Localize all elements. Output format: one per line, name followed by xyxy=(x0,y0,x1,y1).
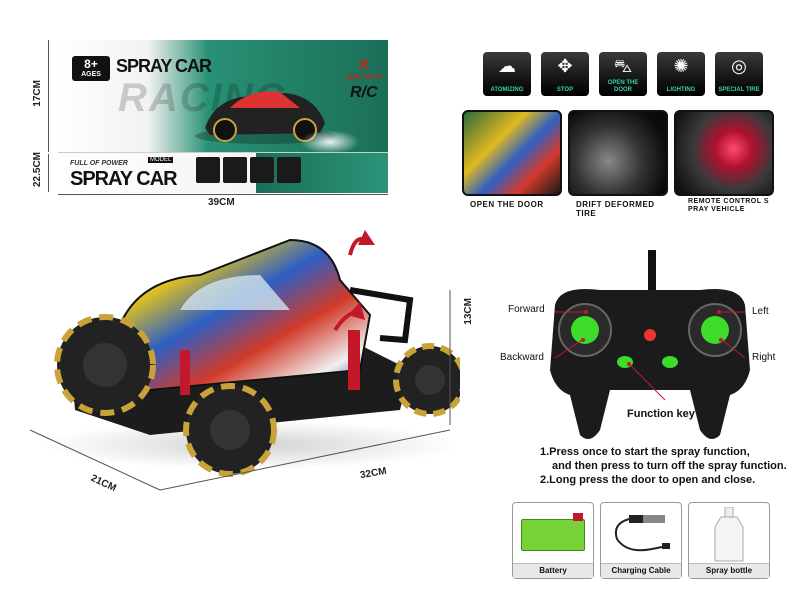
rc-car-image xyxy=(54,230,460,477)
box-smoke xyxy=(300,130,360,154)
accessory-label: Spray bottle xyxy=(689,563,769,578)
bottle-icon xyxy=(714,507,744,562)
feature-icon-row: ☁ ATOMIZING ✥ STOP ⛍ OPEN THE DOOR ✺ LIG… xyxy=(483,52,768,97)
caption-drift-tire: DRIFT DEFORMED TIRE xyxy=(576,200,655,218)
accessory-battery: Battery xyxy=(512,502,594,579)
label-left: Left xyxy=(752,306,769,317)
instruction-line-1: 1.Press once to start the spray function… xyxy=(540,446,750,458)
feature-label: LIGHTING xyxy=(666,87,696,93)
accessory-label: Charging Cable xyxy=(601,563,681,578)
car-door-icon: ⛍ xyxy=(613,56,633,76)
dim-line-box-height xyxy=(48,40,49,152)
feature-label: ATOMIZING xyxy=(490,87,524,93)
feature-label: STOP xyxy=(556,87,574,93)
age-badge: 8+ AGES xyxy=(72,56,110,81)
dim-line-box-width xyxy=(58,194,388,195)
box-feature-icons xyxy=(196,157,306,187)
car-height-label: 13CM xyxy=(463,298,474,325)
battery-icon xyxy=(521,519,585,551)
instruction-line-3: 2.Long press the door to open and close. xyxy=(540,474,756,486)
battery-connector xyxy=(573,513,583,521)
tire-icon: ◎ xyxy=(731,56,747,76)
caption-open-door: OPEN THE DOOR xyxy=(470,200,544,209)
brand-name: XDH TOYS xyxy=(346,74,382,81)
remote-pointer-lines xyxy=(554,310,746,401)
usb-cable-icon xyxy=(614,515,670,552)
box-front-title: SPRAY CAR xyxy=(70,168,178,190)
feature-label: OPEN THE DOOR xyxy=(607,80,639,93)
feature-lighting: ✺ LIGHTING xyxy=(657,52,705,96)
brand-logo: ✕ XDH TOYS xyxy=(346,57,382,82)
box-height-label: 17CM xyxy=(32,80,43,107)
label-forward: Forward xyxy=(508,304,545,315)
age-value: 8+ xyxy=(84,57,98,71)
remote-control-image xyxy=(550,250,750,439)
instruction-line-2: and then press to turn off the spray fun… xyxy=(552,460,787,472)
dim-line-box-depth xyxy=(48,154,49,192)
accessory-label: Battery xyxy=(513,563,593,578)
label-function-key: Function key xyxy=(627,408,695,420)
car-dimension-lines xyxy=(29,290,451,491)
box-mini-icon xyxy=(250,157,274,183)
accessory-spray-bottle: Spray bottle xyxy=(688,502,770,579)
feature-stop: ✥ STOP xyxy=(541,52,589,96)
box-mini-icon xyxy=(223,157,247,183)
rc-logo: R/C xyxy=(350,84,378,101)
feature-open-door: ⛍ OPEN THE DOOR xyxy=(599,52,647,96)
feature-atomizing: ☁ ATOMIZING xyxy=(483,52,531,96)
age-sub: AGES xyxy=(81,71,101,78)
feature-label: SPECIAL TIRE xyxy=(718,87,760,93)
bulb-icon: ✺ xyxy=(673,56,689,76)
photo-open-door xyxy=(462,110,562,196)
arrows-icon: ✥ xyxy=(557,56,573,76)
caption-spray-vehicle: REMOTE CONTROL S PRAY VEHICLE xyxy=(688,198,769,213)
wheel-rear-right xyxy=(393,343,460,417)
photo-drift-tire xyxy=(568,110,668,196)
box-model-tag: MODEL xyxy=(148,157,174,163)
label-right: Right xyxy=(752,352,776,363)
accessory-charging-cable: Charging Cable xyxy=(600,502,682,579)
wheel-front-left xyxy=(54,314,156,416)
box-depth-label: 22.5CM xyxy=(32,152,43,188)
label-backward: Backward xyxy=(500,352,544,363)
box-car-illustration xyxy=(195,91,335,144)
wheel-rear-left xyxy=(183,383,277,477)
box-mini-icon xyxy=(277,157,301,183)
box-top-title: SPRAY CAR xyxy=(116,56,212,76)
box-mini-icon xyxy=(196,157,220,183)
feature-special-tire: ◎ SPECIAL TIRE xyxy=(715,52,763,96)
smoke-icon: ☁ xyxy=(498,56,516,76)
box-tagline: FULL OF POWER xyxy=(70,160,128,167)
photo-spray-vehicle xyxy=(674,110,774,196)
box-width-label: 39CM xyxy=(208,197,235,208)
